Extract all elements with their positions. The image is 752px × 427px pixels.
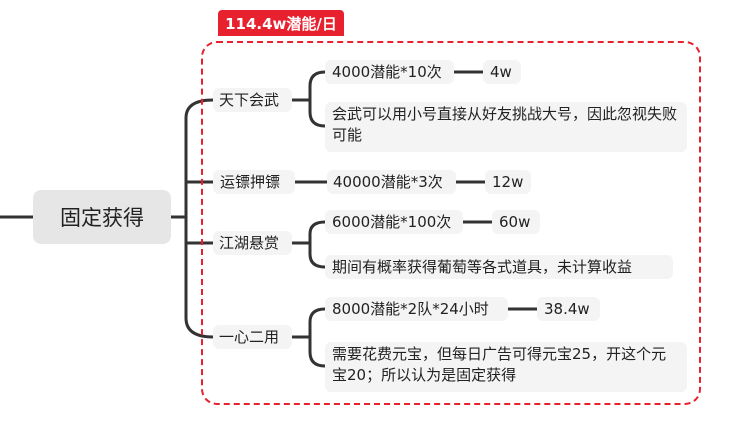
branch-node-yixin-eryong[interactable]: 一心二用 — [213, 325, 292, 349]
note-node-tianxia-huiwu[interactable]: 会武可以用小号直接从好友挑战大号，因此忽视失败可能 — [325, 102, 687, 152]
result-node-yixin-eryong[interactable]: 38.4w — [537, 297, 600, 321]
formula-node-yixin-eryong[interactable]: 8000潜能*2队*24小时 — [325, 297, 508, 321]
result-node-tianxia-huiwu[interactable]: 4w — [483, 60, 521, 84]
formula-node-tianxia-huiwu[interactable]: 4000潜能*10次 — [325, 60, 454, 84]
root-node[interactable]: 固定获得 — [33, 190, 171, 244]
formula-node-jianghu-xuanshang[interactable]: 6000潜能*100次 — [325, 210, 463, 234]
fixed-income-frame — [201, 41, 701, 405]
note-node-yixin-eryong[interactable]: 需要花费元宝，但每日广告可得元宝25，开这个元宝20；所以认为是固定获得 — [325, 342, 687, 392]
note-node-jianghu-xuanshang[interactable]: 期间有概率获得葡萄等各式道具，未计算收益 — [325, 255, 673, 279]
branch-node-yunbiao-yabiao[interactable]: 运镖押镖 — [213, 170, 295, 194]
result-node-yunbiao-yabiao[interactable]: 12w — [485, 170, 531, 194]
branch-node-jianghu-xuanshang[interactable]: 江湖悬赏 — [213, 231, 292, 255]
daily-total-tag: 114.4w潜能/日 — [218, 10, 344, 36]
result-node-jianghu-xuanshang[interactable]: 60w — [492, 210, 540, 234]
branch-node-tianxia-huiwu[interactable]: 天下会武 — [213, 88, 292, 112]
formula-node-yunbiao-yabiao[interactable]: 40000潜能*3次 — [327, 170, 456, 194]
